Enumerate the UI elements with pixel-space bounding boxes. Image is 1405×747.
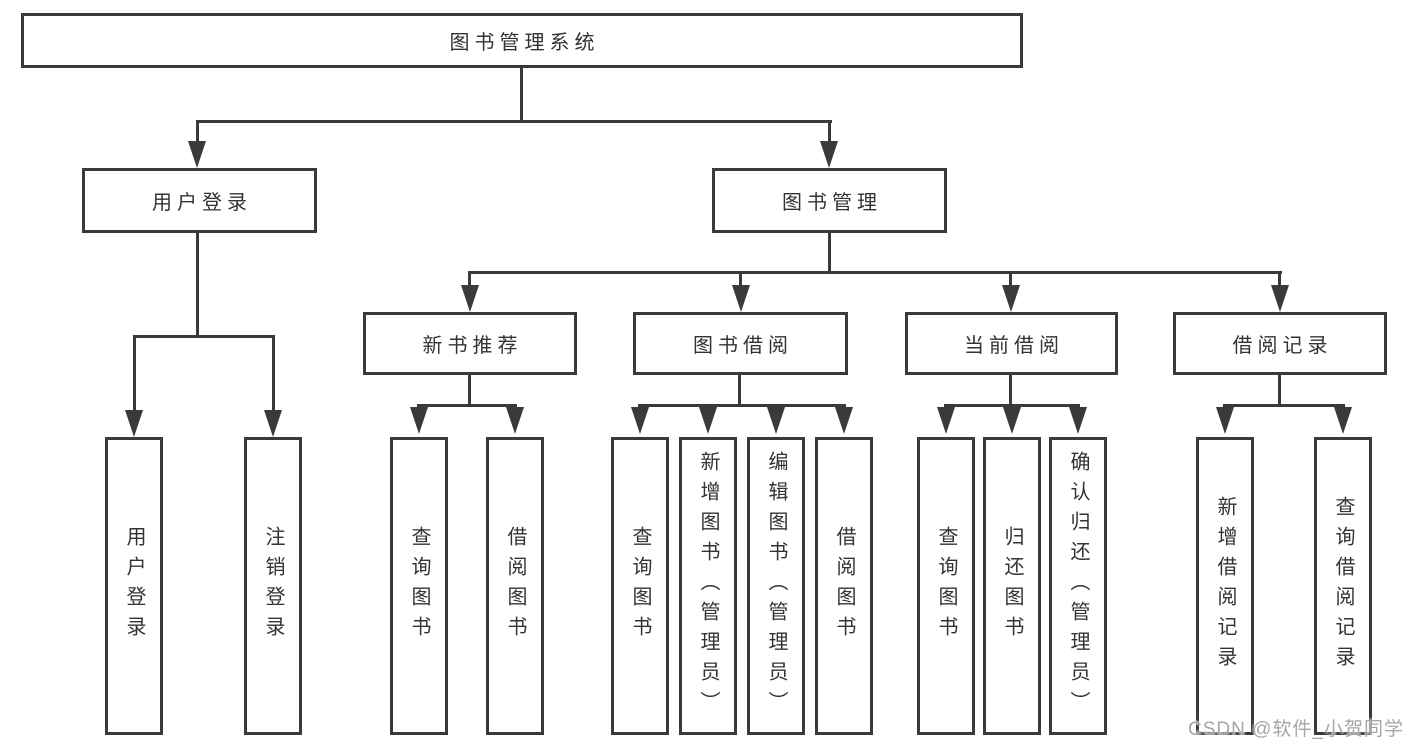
arrowhead-down-icon [188,141,206,168]
arrowhead-down-icon [1069,407,1087,434]
arrowhead-down-icon [506,407,524,434]
leaf-records-add-record: 新增借阅记录 [1196,437,1254,735]
connector-line [828,233,831,271]
connector-line [196,120,832,123]
leaf-user-login-label: 用户登录 [123,526,145,646]
node-user-login: 用户登录 [82,168,317,233]
node-book-borrow-label: 图书借阅 [693,335,793,357]
arrowhead-down-icon [1216,407,1234,434]
connector-line [1223,404,1345,407]
node-book-borrow: 图书借阅 [633,312,848,375]
connector-line [133,335,275,338]
leaf-logout: 注销登录 [244,437,302,735]
node-book-management-label: 图书管理 [782,192,882,214]
node-root-label: 图书管理系统 [449,32,600,54]
arrowhead-down-icon [1271,285,1289,312]
connector-line [468,375,471,404]
leaf-records-add-record-label: 新增借阅记录 [1214,496,1236,676]
leaf-current-return-books-label: 归还图书 [1001,526,1023,646]
leaf-borrow-query-books: 查询图书 [611,437,669,735]
connector-line [196,233,199,335]
leaf-newbook-borrow-books-label: 借阅图书 [504,526,526,646]
node-new-book-recommend-label: 新书推荐 [422,335,523,357]
arrowhead-down-icon [631,407,649,434]
leaf-newbook-query-books: 查询图书 [390,437,448,735]
arrowhead-down-icon [835,407,853,434]
leaf-current-query-books: 查询图书 [917,437,975,735]
arrowhead-down-icon [1334,407,1352,434]
leaf-newbook-borrow-books: 借阅图书 [486,437,544,735]
csdn-watermark: CSDN @软件_小贺同学 [1188,719,1404,740]
leaf-current-query-books-label: 查询图书 [935,526,957,646]
leaf-borrow-add-books-admin: 新增图书（管理员） [679,437,737,735]
connector-line [1009,375,1012,404]
connector-line [417,404,517,407]
connector-line [468,271,471,289]
leaf-borrow-borrow-books: 借阅图书 [815,437,873,735]
leaf-current-return-books: 归还图书 [983,437,1041,735]
leaf-borrow-borrow-books-label: 借阅图书 [833,526,855,646]
arrowhead-down-icon [732,285,750,312]
leaf-newbook-query-books-label: 查询图书 [408,526,430,646]
node-new-book-recommend: 新书推荐 [363,312,577,375]
leaf-records-query-record-label: 查询借阅记录 [1332,496,1354,676]
arrowhead-down-icon [767,407,785,434]
leaf-current-confirm-return-admin: 确认归还（管理员） [1049,437,1107,735]
arrowhead-down-icon [699,407,717,434]
node-user-login-label: 用户登录 [152,192,252,214]
node-current-borrow-label: 当前借阅 [964,335,1064,357]
leaf-user-login: 用户登录 [105,437,163,735]
connector-line [1278,271,1281,289]
arrowhead-down-icon [1002,285,1020,312]
connector-line [196,120,199,143]
node-borrow-records-label: 借阅记录 [1232,335,1333,357]
leaf-borrow-edit-books-admin: 编辑图书（管理员） [747,437,805,735]
connector-line [638,404,846,407]
connector-line [828,120,831,143]
node-book-management: 图书管理 [712,168,947,233]
node-borrow-records: 借阅记录 [1173,312,1387,375]
arrowhead-down-icon [461,285,479,312]
node-current-borrow: 当前借阅 [905,312,1118,375]
connector-line [468,271,1282,274]
connector-line [1278,375,1281,404]
arrowhead-down-icon [410,407,428,434]
connector-line [738,375,741,404]
arrowhead-down-icon [820,141,838,168]
connector-line [739,271,742,289]
arrowhead-down-icon [1003,407,1021,434]
leaf-borrow-query-books-label: 查询图书 [629,526,651,646]
leaf-logout-label: 注销登录 [262,526,284,646]
connector-line [944,404,1080,407]
leaf-borrow-edit-books-admin-label: 编辑图书（管理员） [765,451,787,721]
arrowhead-down-icon [264,410,282,437]
connector-line [520,68,523,120]
connector-line [133,335,136,412]
leaf-current-confirm-return-admin-label: 确认归还（管理员） [1067,451,1089,721]
leaf-records-query-record: 查询借阅记录 [1314,437,1372,735]
leaf-borrow-add-books-admin-label: 新增图书（管理员） [697,451,719,721]
arrowhead-down-icon [125,410,143,437]
connector-line [272,335,275,412]
connector-line [1009,271,1012,289]
node-root: 图书管理系统 [21,13,1023,68]
arrowhead-down-icon [937,407,955,434]
